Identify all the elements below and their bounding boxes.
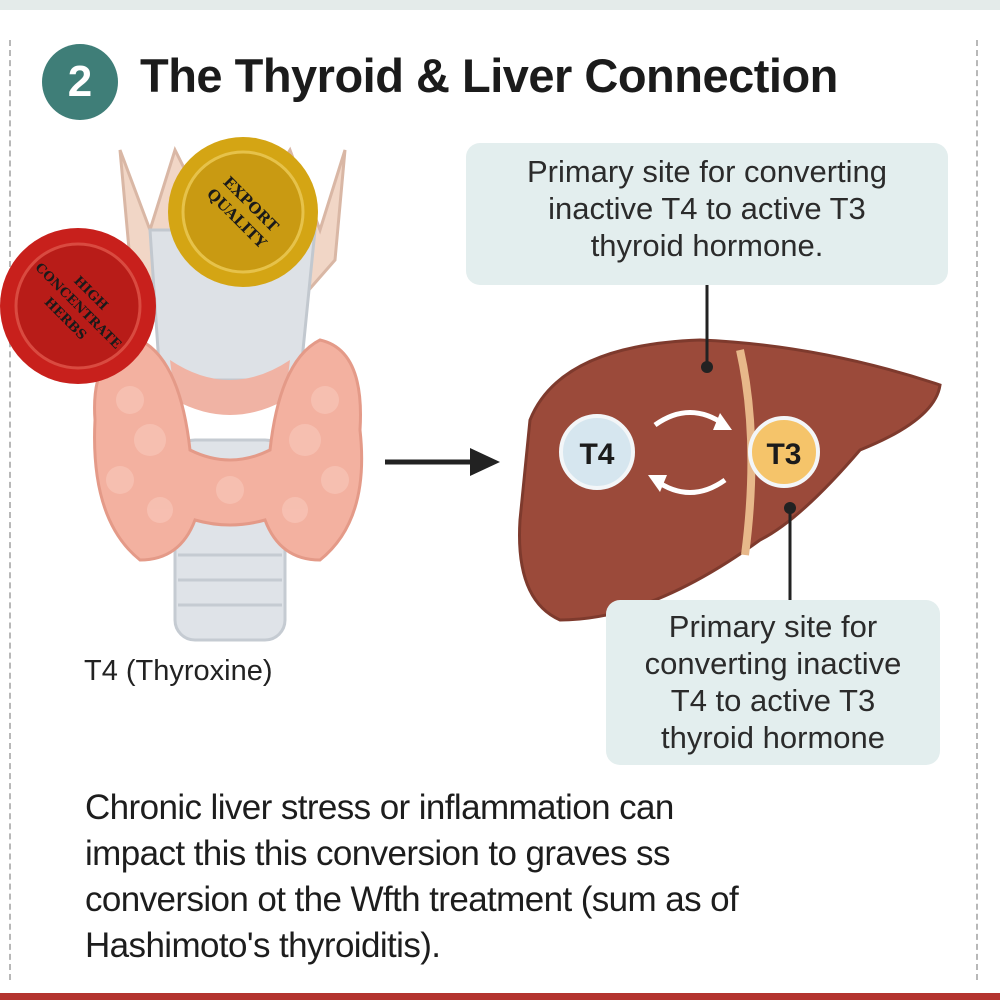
liver-illustration: T4 T3 bbox=[518, 338, 942, 622]
red-seal: HIGH CONCENTRATE HERBS bbox=[0, 228, 156, 384]
t3-badge-circle bbox=[748, 416, 820, 488]
paragraph-line: Chronic liver stress or inflammation can bbox=[85, 788, 674, 827]
callout-top-line: thyroid hormone. bbox=[590, 228, 824, 263]
callout-bottom-line: T4 to active T3 bbox=[670, 683, 876, 718]
callout-leader-top-dot bbox=[701, 361, 713, 373]
callout-bottom-line: thyroid hormone bbox=[660, 720, 885, 755]
page-title: The Thyroid & Liver Connection bbox=[140, 49, 838, 102]
callout-bottom-line: converting inactive bbox=[644, 646, 902, 681]
callout-top-line: Primary site for converting bbox=[526, 154, 888, 189]
thyroid-label: T4 (Thyroxine) bbox=[84, 655, 273, 687]
conversion-cycle-icon bbox=[648, 410, 732, 495]
callout-top: Primary site for converting inactive T4 … bbox=[466, 143, 948, 285]
callout-top-line: inactive T4 to active T3 bbox=[548, 191, 866, 226]
paragraph-line: Hashimoto's thyroiditis). bbox=[85, 926, 441, 965]
gold-seal: EXPORT QUALITY bbox=[168, 137, 318, 287]
top-bar bbox=[0, 0, 1000, 10]
dashed-border-right bbox=[976, 40, 978, 980]
t4-badge-circle bbox=[559, 414, 635, 490]
t4-badge: T4 bbox=[579, 438, 614, 471]
paragraph-line: impact this this conversion to graves ss bbox=[85, 834, 670, 873]
callout-bottom: Primary site for converting inactive T4 … bbox=[606, 600, 940, 765]
callout-bottom-line: Primary site for bbox=[668, 609, 878, 644]
t3-badge: T3 bbox=[766, 438, 801, 471]
paragraph-line: conversion ot the Wfth treatment (sum as… bbox=[85, 880, 739, 919]
step-number-badge: 2 bbox=[42, 44, 118, 120]
bottom-bar bbox=[0, 993, 1000, 1000]
dashed-border-left bbox=[9, 40, 11, 980]
arrow-right-icon bbox=[385, 448, 500, 476]
description-paragraph: Chronic liver stress or inflammation can… bbox=[85, 785, 955, 969]
callout-leader-bottom-dot bbox=[784, 502, 796, 514]
